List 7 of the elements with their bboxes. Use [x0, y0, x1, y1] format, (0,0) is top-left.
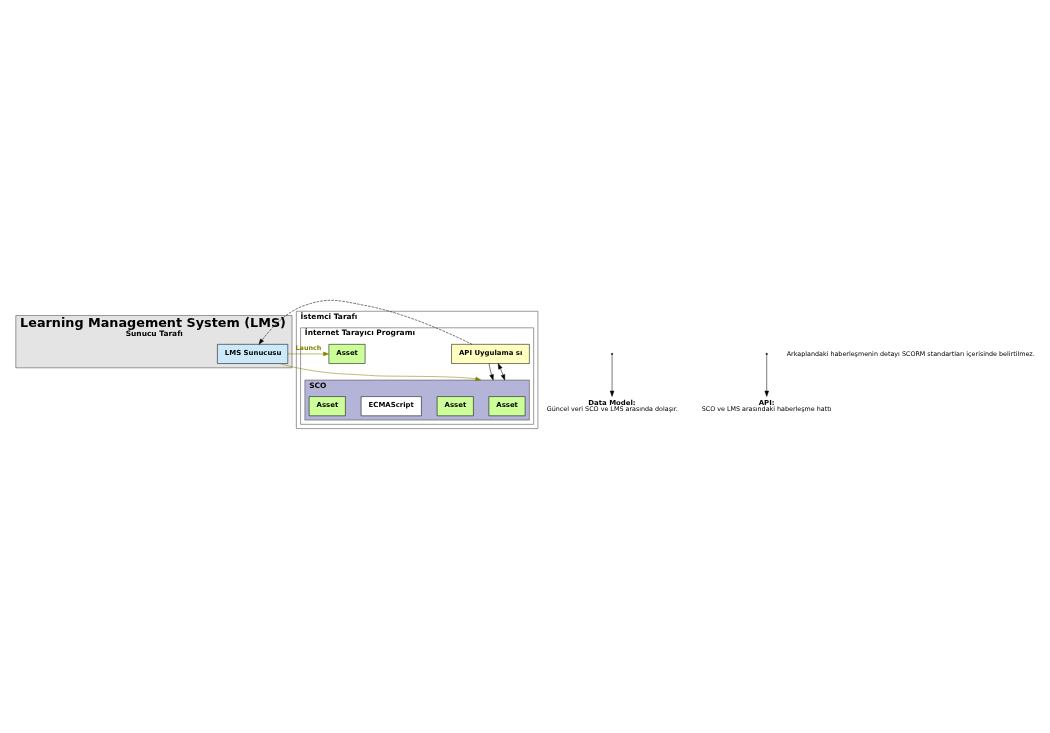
arrow	[258, 300, 473, 345]
arrow	[287, 351, 330, 357]
arrow	[279, 363, 482, 381]
arrow	[764, 354, 769, 397]
arrow	[488, 363, 494, 381]
arrow	[609, 354, 615, 397]
arrow	[497, 363, 506, 381]
